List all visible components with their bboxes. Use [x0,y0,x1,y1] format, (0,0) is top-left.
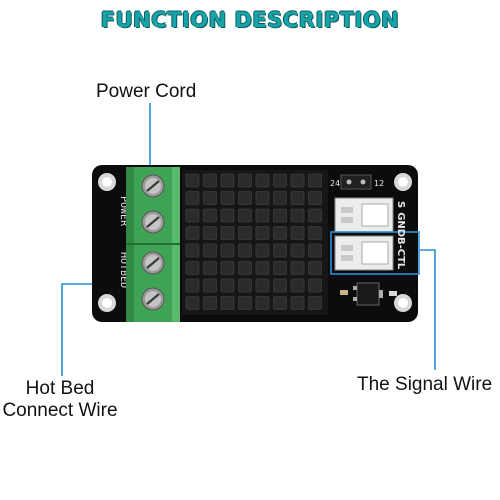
hot-bed-label-line2: Connect Wire [2,400,118,421]
heatsink-fin [273,191,287,205]
heatsink-fin [255,296,270,310]
mounting-hole [102,177,112,187]
heatsink-fin [290,278,305,293]
heatsink-fin [290,208,305,223]
heatsink-fin [220,208,235,223]
heatsink-fin [203,173,217,188]
heatsink-fin [255,278,270,293]
smd-component [340,290,348,295]
heatsink-fin [308,296,322,310]
terminal-screw-slot [146,180,160,192]
heatsink-fin [220,296,235,310]
heatsink-fin [220,173,235,188]
mounting-hole [398,177,408,187]
silkscreen-s: S [395,201,406,208]
heatsink-fin [255,208,270,223]
heatsink-fin [273,261,287,275]
heatsink-fin [308,173,322,188]
terminal-screw-slot [146,257,160,269]
hot-bed-label-line1: Hot Bed [25,378,95,399]
signal-wire-label: The Signal Wire [357,374,493,395]
heatsink-fin [203,243,217,258]
silkscreen-hotbed: HOTBED [118,252,129,288]
heatsink-fin [290,173,305,188]
heatsink-fin [203,226,217,240]
heatsink-fin [185,278,200,293]
heatsink-fin [185,226,200,240]
heatsink-fin [273,208,287,223]
heatsink-fin [203,278,217,293]
heatsink-fin [273,226,287,240]
silkscreen-s-gnd: S GND [395,201,406,237]
signal-wire-callout-line [420,249,436,370]
mounting-hole [102,298,112,308]
silkscreen-power: POWER [118,196,129,227]
terminal-screw-slot [146,293,160,305]
heatsink-fin [203,191,217,205]
heatsink-fin [255,226,270,240]
heatsink-fin [220,226,235,240]
heatsink-fin [273,243,287,258]
heatsink-fin [185,296,200,310]
heatsink-fin [238,296,252,310]
heatsink-fin [238,208,252,223]
power-cord-label: Power Cord [96,81,197,102]
heatsink-fin [238,191,252,205]
heatsink-fin [238,226,252,240]
heatsink-fin [238,243,252,258]
silkscreen-12: 12 [374,179,384,188]
heatsink-fin [308,226,322,240]
heatsink-fin [203,261,217,275]
heatsink-fin [185,191,200,205]
heatsink-fin [220,261,235,275]
terminal-screw-slot [146,216,160,228]
mounting-holes [98,173,412,312]
heatsink-fin [290,296,305,310]
heatsink-fin [273,296,287,310]
heatsink-fin [255,243,270,258]
mounting-hole [398,298,408,308]
silkscreen-gnd: GND [395,212,406,237]
heatsink-fin [273,173,287,188]
heatsink-fin [308,278,322,293]
heatsink-fin [255,261,270,275]
page-title: FUNCTION DESCRIPTION [100,8,400,32]
heatsink-fin [308,261,322,275]
heatsink-fin [185,261,200,275]
heatsink-fin [185,208,200,223]
heatsink-fin [290,261,305,275]
terminal-block [126,167,180,322]
heatsink-fin [255,191,270,205]
heatsink-fin [238,278,252,293]
heatsink [182,170,328,315]
silkscreen-b-ctl: B-CTL [395,237,406,270]
hot-bed-label: Hot Bed Connect Wire [0,378,120,422]
silkscreen-24: 24 [330,179,340,188]
heatsink-fin [290,243,305,258]
signal-connectors [330,197,420,275]
heatsink-fin [308,243,322,258]
heatsink-fin [185,243,200,258]
heatsink-fin [255,173,270,188]
heatsink-fin [290,191,305,205]
voltage-jumper: 24 12 [330,174,384,190]
heatsink-fin [308,208,322,223]
heatsink-fin [220,191,235,205]
heatsink-fin [185,173,200,188]
signal-highlight-box [330,231,420,275]
heatsink-fin [203,296,217,310]
heatsink-fin [238,261,252,275]
heatsink-fin [203,208,217,223]
heatsink-fin [308,191,322,205]
heatsink-fin [273,278,287,293]
heatsink-fin [238,173,252,188]
heatsink-fin [220,278,235,293]
smd-component [389,291,397,296]
heatsink-fin [290,226,305,240]
mosfet-chip [353,282,383,306]
heatsink-fin [220,243,235,258]
